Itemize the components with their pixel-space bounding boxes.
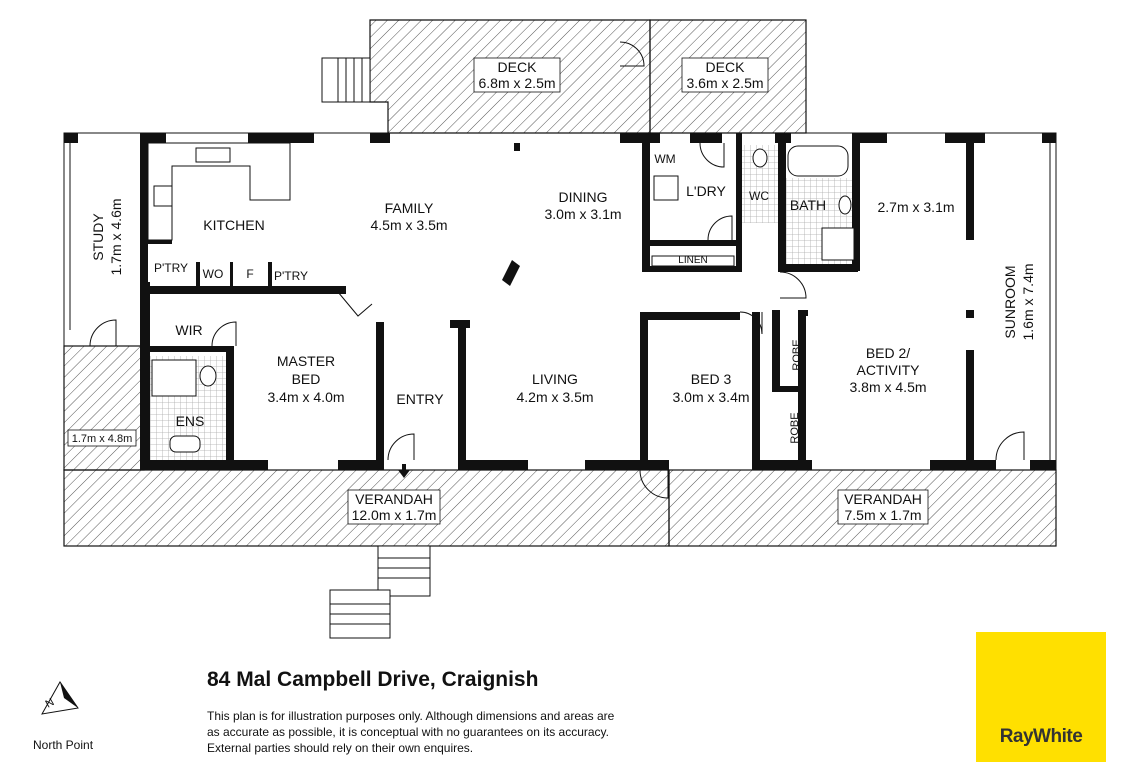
sunroom-name: SUNROOM — [1002, 265, 1018, 338]
north-arrow-icon: N — [41, 681, 79, 715]
bed3-dims: 3.0m x 3.4m — [672, 389, 749, 405]
door-swings — [89, 41, 1025, 499]
floor-plan: DECK 6.8m x 2.5m DECK 3.6m x 2.5m STUDY … — [63, 19, 1057, 639]
property-title: 84 Mal Campbell Drive, Craignish — [207, 668, 539, 691]
wo-name: WO — [203, 267, 224, 281]
walls — [64, 133, 1056, 470]
master-dims: 3.4m x 4.0m — [267, 389, 344, 405]
deck-right-name: DECK — [706, 59, 746, 75]
verandah-right-name: VERANDAH — [844, 491, 922, 507]
pantry2-name: P'TRY — [274, 269, 308, 283]
living-name: LIVING — [532, 371, 578, 387]
kitchen-name: KITCHEN — [203, 217, 264, 233]
verandah-right-dims: 7.5m x 1.7m — [844, 507, 921, 523]
dining-name: DINING — [559, 189, 608, 205]
laundry-name: L'DRY — [686, 183, 726, 199]
disclaimer-line: as accurate as possible, it is conceptua… — [207, 725, 609, 739]
disclaimer: This plan is for illustration purposes o… — [207, 708, 677, 756]
side-verandah-area — [63, 345, 145, 471]
wir-name: WIR — [175, 322, 202, 338]
fixtures — [147, 142, 855, 453]
dining-dims: 3.0m x 3.1m — [544, 206, 621, 222]
bed3-name: BED 3 — [691, 371, 732, 387]
side-verandah-dims: 1.7m x 4.8m — [72, 433, 133, 445]
stairs — [321, 57, 431, 639]
robe1-name: ROBE — [791, 339, 803, 370]
entry-name: ENTRY — [396, 391, 444, 407]
verandah-left-dims: 12.0m x 1.7m — [352, 507, 437, 523]
study-name: STUDY — [90, 213, 106, 261]
linen-name: LINEN — [678, 255, 707, 266]
deck-left-name: DECK — [498, 59, 538, 75]
fridge-name: F — [246, 267, 253, 281]
pantry1-name: P'TRY — [154, 261, 188, 275]
window-lines — [63, 132, 1057, 471]
ensuite-name: ENS — [176, 413, 205, 429]
study-dims: 1.7m x 4.6m — [108, 198, 124, 275]
raywhite-logo: RayWhite — [976, 632, 1106, 762]
bed2-dims: 3.8m x 4.5m — [849, 379, 926, 395]
living-dims: 4.2m x 3.5m — [516, 389, 593, 405]
room-labels: DECK 6.8m x 2.5m DECK 3.6m x 2.5m STUDY … — [72, 59, 1036, 523]
bed4-dims: 2.7m x 3.1m — [877, 199, 954, 215]
disclaimer-line: This plan is for illustration purposes o… — [207, 709, 615, 723]
entry-arrow — [398, 464, 410, 478]
disclaimer-line: External parties should rely on their ow… — [207, 741, 474, 755]
bath-name: BATH — [790, 197, 826, 213]
deck-left-dims: 6.8m x 2.5m — [478, 75, 555, 91]
sunroom-dims: 1.6m x 7.4m — [1020, 263, 1036, 340]
master-name-2: BED — [292, 371, 321, 387]
logo-text: RayWhite — [999, 726, 1083, 747]
robe2-name: ROBE — [789, 412, 801, 443]
family-name: FAMILY — [385, 200, 434, 216]
north-point-label: North Point — [33, 738, 94, 752]
bed2-name-1: BED 2/ — [866, 345, 910, 361]
bed2-name-2: ACTIVITY — [856, 362, 920, 378]
wm-name: WM — [654, 152, 675, 166]
family-dims: 4.5m x 3.5m — [370, 217, 447, 233]
deck-right-dims: 3.6m x 2.5m — [686, 75, 763, 91]
wc-name: WC — [749, 189, 769, 203]
label-backgrounds — [67, 57, 929, 525]
master-name-1: MASTER — [277, 353, 335, 369]
verandah-left-name: VERANDAH — [355, 491, 433, 507]
